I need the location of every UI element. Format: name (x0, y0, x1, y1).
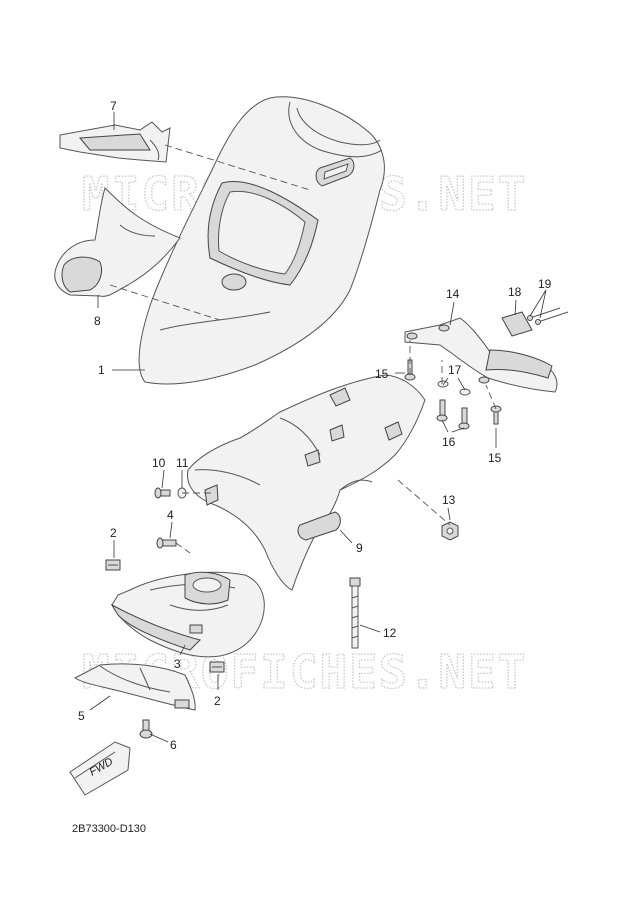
callout-2-upper: 2 (110, 526, 117, 540)
callout-2-lower: 2 (214, 694, 221, 708)
callout-6: 6 (170, 738, 177, 752)
callout-14: 14 (446, 287, 460, 301)
part-13-nut (441, 521, 459, 541)
callout-16: 16 (442, 435, 456, 449)
callout-11: 11 (176, 456, 189, 470)
callout-12: 12 (383, 626, 397, 640)
callout-5: 5 (78, 709, 85, 723)
callout-13: 13 (442, 493, 456, 507)
fwd-arrow-icon: FWD (69, 741, 131, 796)
callout-1: 1 (98, 363, 105, 377)
part-9-inner-panel (186, 374, 426, 591)
callout-15-upper: 15 (375, 367, 389, 381)
part-8-side-panel (54, 187, 181, 297)
part-16-bolts (436, 399, 470, 430)
callout-7: 7 (110, 99, 117, 113)
part-1-front-cover (138, 96, 385, 385)
part-4-screw (156, 537, 177, 549)
callout-10: 10 (152, 456, 166, 470)
part-12-cable-tie (349, 577, 361, 649)
callout-3: 3 (174, 657, 181, 671)
part-18-clip (501, 311, 533, 337)
part-6-screw (139, 719, 153, 739)
part-10-bolt (154, 487, 171, 499)
callout-4: 4 (167, 508, 174, 522)
part-2-nut-a (105, 559, 121, 571)
part-17-washers (437, 380, 471, 396)
callout-15-lower: 15 (488, 451, 502, 465)
part-7-emblem (59, 121, 171, 163)
callout-8: 8 (94, 314, 101, 328)
part-5-guard (73, 663, 196, 711)
part-14-bracket (404, 317, 558, 393)
part-2-nut-b (209, 661, 225, 673)
callout-19: 19 (538, 277, 552, 291)
callout-9: 9 (356, 541, 363, 555)
callout-17: 17 (448, 363, 462, 377)
part-19-screws (527, 307, 569, 325)
part-3-housing (110, 571, 265, 658)
diagram-code: 2B73300-D130 (72, 823, 146, 835)
callout-18: 18 (508, 285, 522, 299)
